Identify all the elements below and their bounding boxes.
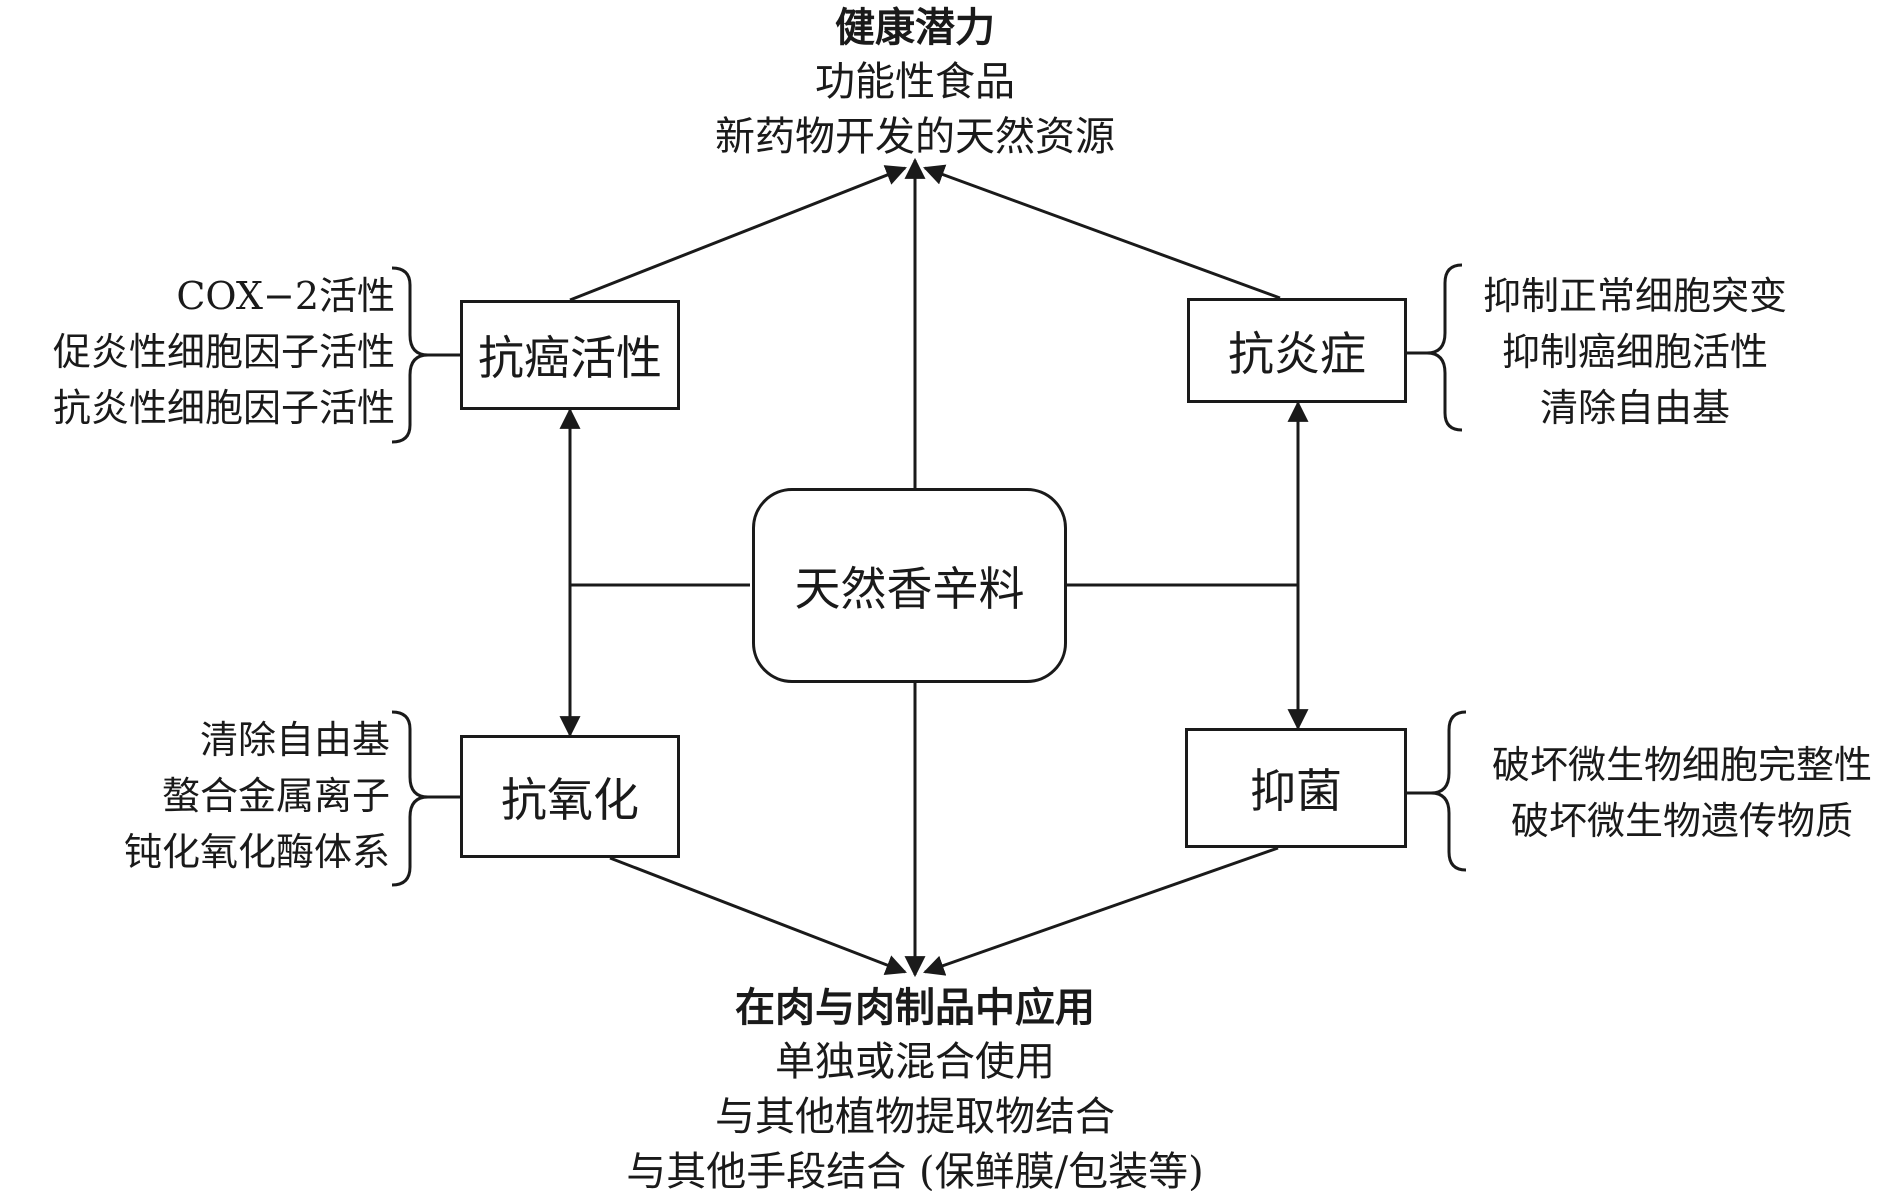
anticancer-detail-3: 抗炎性细胞因子活性 <box>52 386 395 430</box>
meat-application-line-2: 与其他植物提取物结合 <box>715 1094 1115 1140</box>
brace-antioxidant <box>391 710 429 887</box>
health-potential-title: 健康潜力 <box>835 4 995 51</box>
health-potential-block: 健康潜力 功能性食品 新药物开发的天然资源 <box>665 0 1165 165</box>
antiinflammatory-detail-1: 抑制正常细胞突变 <box>1482 274 1787 318</box>
node-antiinflammatory-label: 抗炎症 <box>1228 326 1366 381</box>
antioxidant-detail-3: 钝化氧化酶体系 <box>123 830 390 874</box>
antiinflammatory-detail-2: 抑制癌细胞活性 <box>1501 330 1768 374</box>
node-antioxidant: 抗氧化 <box>460 735 680 858</box>
node-antibacterial-label: 抑菌 <box>1250 764 1342 818</box>
anticancer-detail-2: 促炎性细胞因子活性 <box>52 330 395 374</box>
brace-anticancer <box>391 266 429 444</box>
health-potential-line-1: 功能性食品 <box>815 59 1015 105</box>
node-antioxidant-label: 抗氧化 <box>501 772 639 827</box>
meat-application-line-3: 与其他手段结合 (保鲜膜/包装等) <box>626 1149 1204 1191</box>
node-anticancer: 抗癌活性 <box>460 300 680 410</box>
anticancer-details: COX−2活性 促炎性细胞因子活性 抗炎性细胞因子活性 <box>0 268 395 436</box>
meat-application-block: 在肉与肉制品中应用 单独或混合使用 与其他植物提取物结合 与其他手段结合 (保鲜… <box>565 980 1265 1191</box>
anticancer-detail-1: COX−2活性 <box>176 274 395 318</box>
antiinflammatory-detail-3: 清除自由基 <box>1539 386 1730 430</box>
center-node-spices: 天然香辛料 <box>752 488 1067 683</box>
antioxidant-details: 清除自由基 螯合金属离子 钝化氧化酶体系 <box>40 712 390 880</box>
brace-antiinflammatory <box>1426 263 1463 432</box>
meat-application-title: 在肉与肉制品中应用 <box>735 984 1095 1031</box>
arrow-anticancer-to-top <box>569 165 907 302</box>
node-anticancer-label: 抗癌活性 <box>478 331 662 385</box>
antibacterial-detail-1: 破坏微生物细胞完整性 <box>1491 743 1872 787</box>
antibacterial-details: 破坏微生物细胞完整性 破坏微生物遗传物质 <box>1462 737 1902 849</box>
meat-application-line-1: 单独或混合使用 <box>775 1039 1055 1085</box>
brace-antibacterial <box>1430 710 1467 872</box>
arrow-antibacterial-to-bottom <box>923 846 1279 976</box>
node-antibacterial: 抑菌 <box>1185 728 1407 848</box>
node-antiinflammatory: 抗炎症 <box>1187 298 1407 403</box>
center-node-label: 天然香辛料 <box>794 561 1025 616</box>
arrow-antiinflammatory-to-top <box>923 164 1281 300</box>
antiinflammatory-details: 抑制正常细胞突变 抑制癌细胞活性 清除自由基 <box>1460 268 1810 436</box>
health-potential-line-2: 新药物开发的天然资源 <box>715 114 1115 160</box>
antioxidant-detail-1: 清除自由基 <box>199 718 390 762</box>
antibacterial-detail-2: 破坏微生物遗传物质 <box>1510 799 1853 843</box>
arrow-antioxidant-to-bottom <box>609 856 907 975</box>
antioxidant-detail-2: 螯合金属离子 <box>161 774 390 818</box>
